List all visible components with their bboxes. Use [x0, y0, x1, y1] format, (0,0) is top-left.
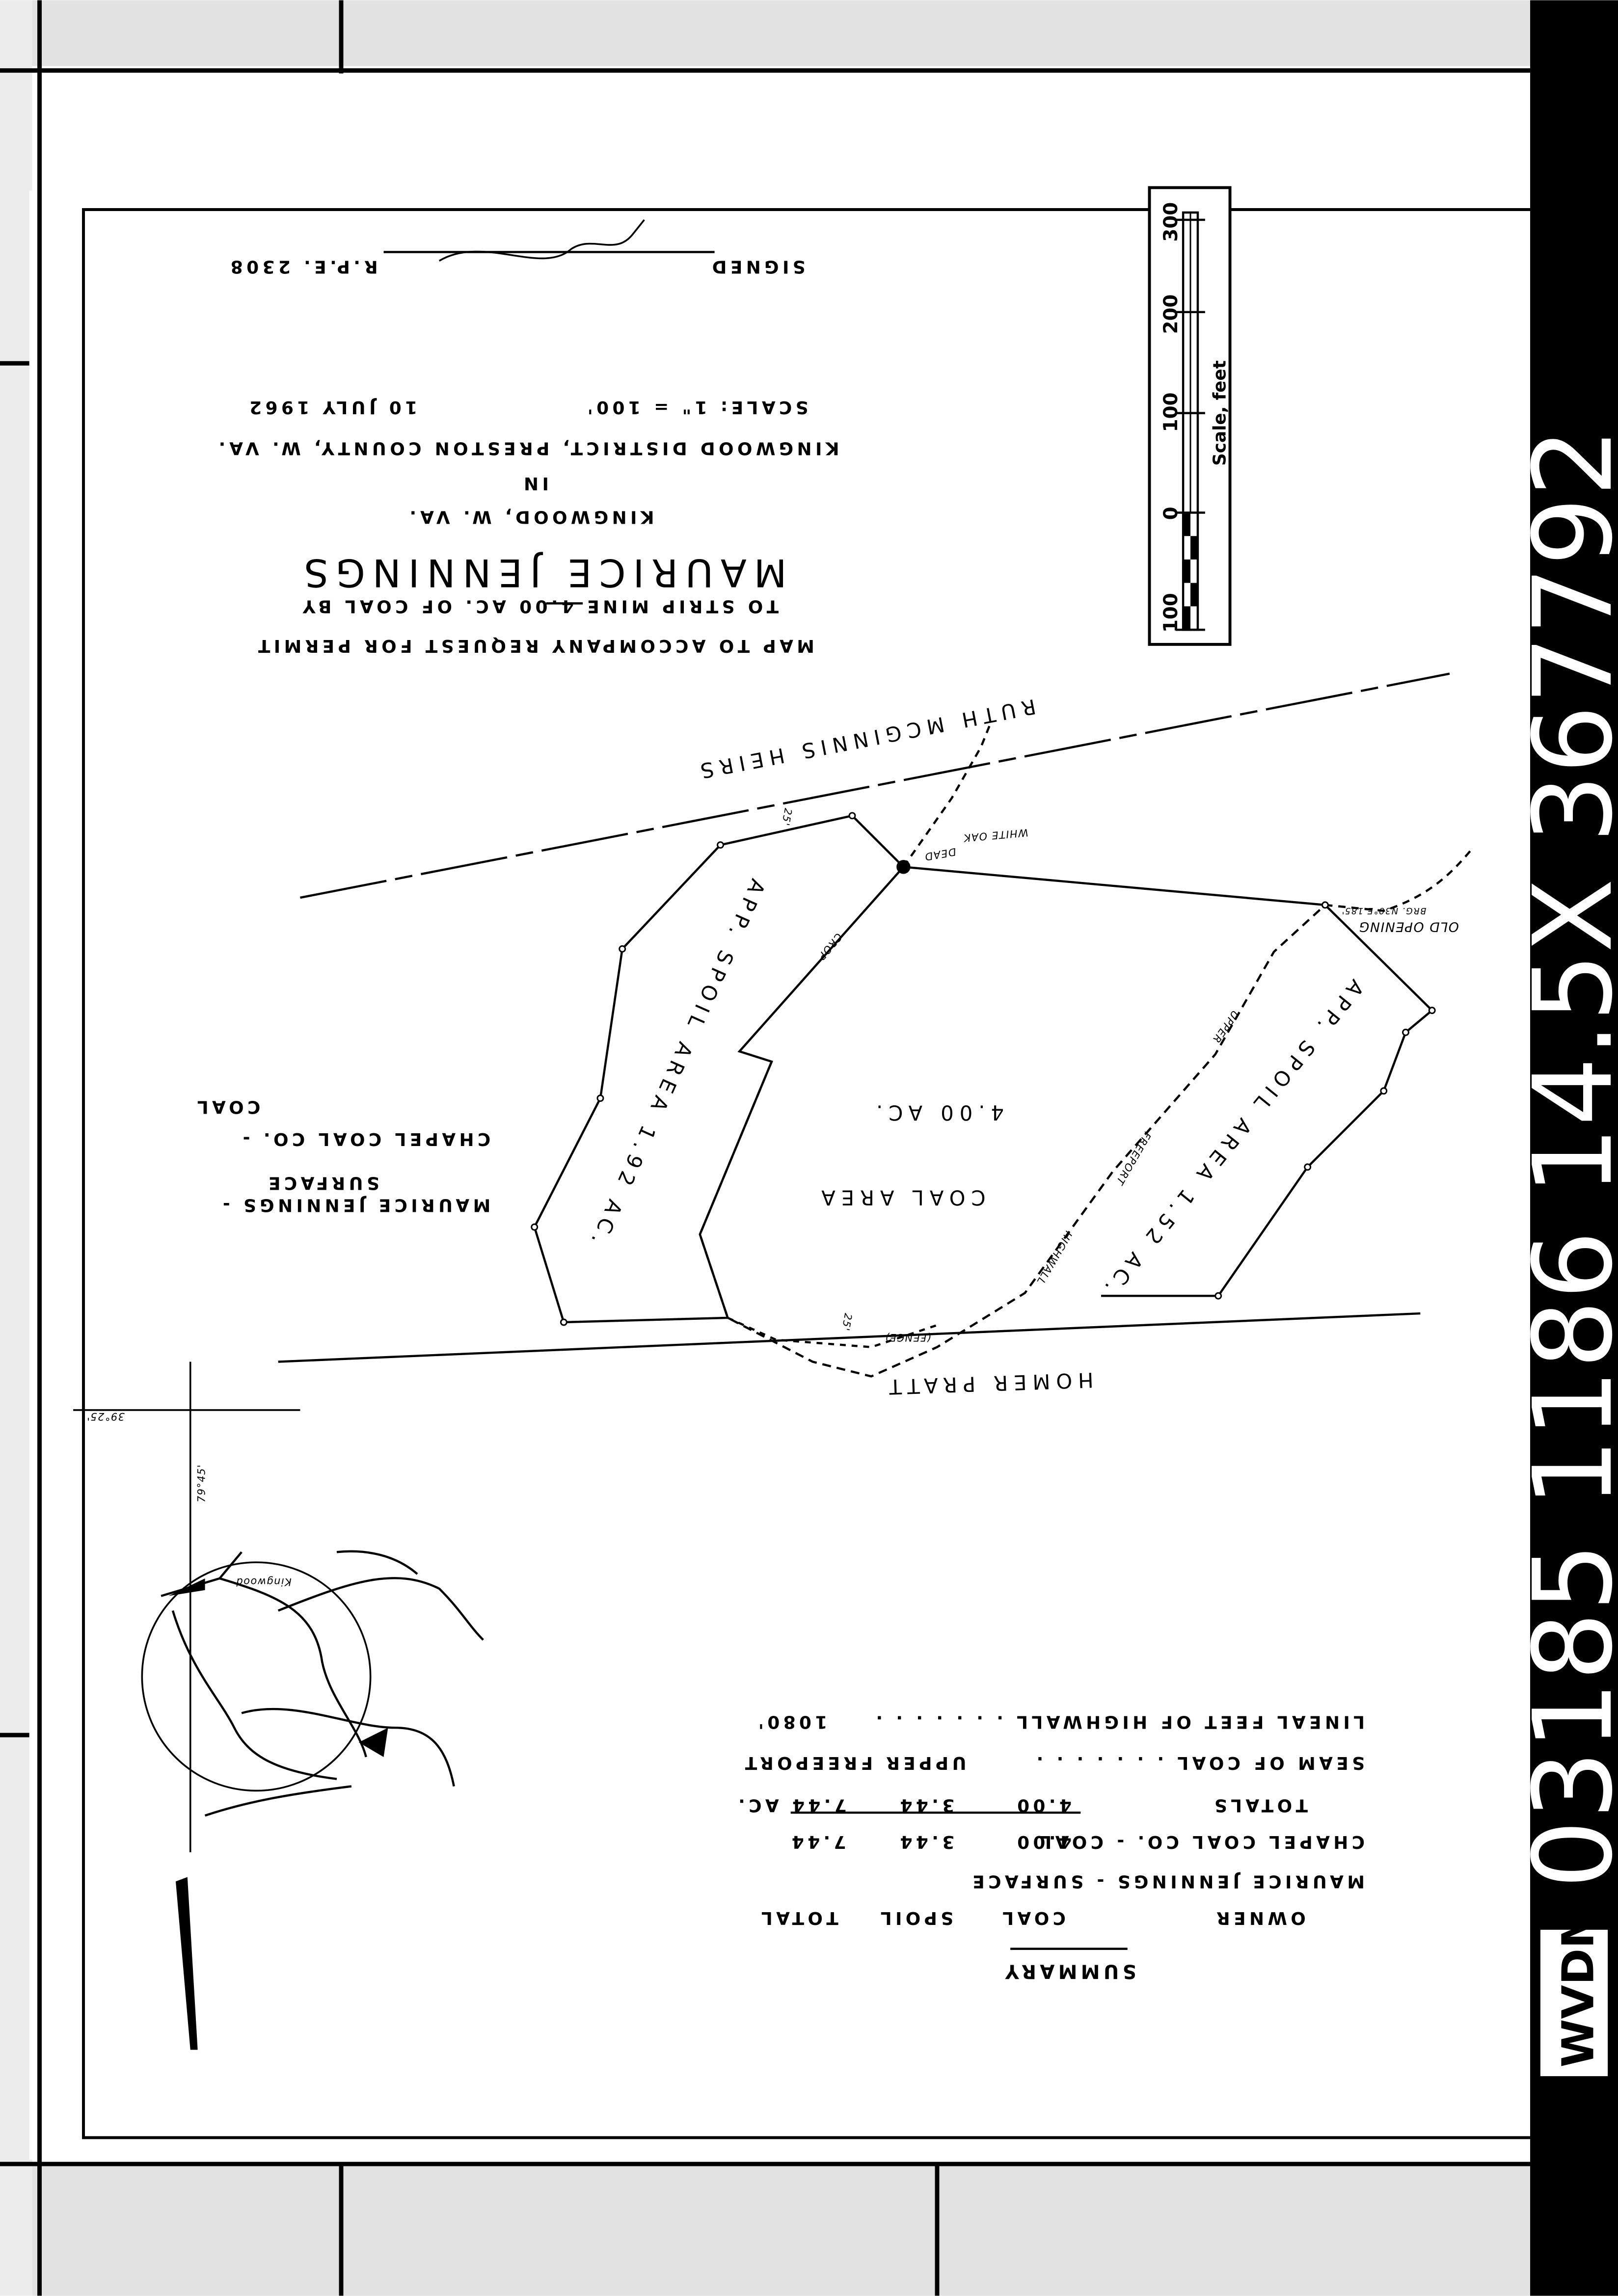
left-spoil-boundary: [533, 814, 905, 1324]
highwall-length-value: 1080': [755, 1711, 827, 1732]
scale-label-100-left: 100: [1160, 593, 1182, 633]
highwall-line: [699, 904, 1326, 1378]
south-boundary-line: [278, 1312, 1421, 1363]
inset-town: Kingwood: [236, 1576, 292, 1588]
totals-coal: 4.00: [1014, 1795, 1072, 1815]
bearing-label: BRG. N30°E 185': [1341, 906, 1426, 916]
owner-name: MAURICE JENNINGS: [297, 550, 787, 594]
fence-label: (FENCE): [885, 1332, 931, 1343]
title-line-1: MAP TO ACCOMPANY REQUEST FOR PERMIT: [255, 636, 814, 656]
map-frame: [82, 208, 1531, 2139]
film-strip-tag: WVDM: [1553, 1905, 1604, 2067]
signature: [438, 219, 645, 262]
survey-points: [531, 812, 1436, 1326]
scan-noise-top: [0, 0, 1537, 66]
totals-spoil: 3.44: [896, 1795, 954, 1815]
highwall-length-label: LINEAL FEET OF HIGHWALL . . . . . . .: [872, 1711, 1365, 1732]
map-date: 10 JULY 1962: [246, 397, 417, 417]
film-strip: 03185 1186 14.5X 367792 WVDM: [1510, 0, 1618, 2296]
scale-bar: 300 200 100 0 100 Scale, feet: [1148, 186, 1232, 646]
property-lines: [278, 672, 1473, 1378]
location-inset: 39°25' 79°45' Kingwood: [73, 1362, 484, 2050]
outer-grid-lines: [0, 0, 1531, 2296]
row-2-spoil: 3.44: [896, 1832, 954, 1852]
district-line: KINGWOOD DISTRICT, PRESTON COUNTY, W. VA…: [215, 438, 839, 458]
header-owner: OWNER: [1213, 1908, 1306, 1928]
row-2-coal: 4.00: [1014, 1832, 1072, 1852]
inset-dark-mark: [175, 1877, 198, 2050]
header-total: TOTAL: [758, 1908, 838, 1928]
stream-line: [902, 724, 991, 868]
rpe-number: R.P.E. 2308: [227, 256, 378, 276]
in-line: IN: [520, 473, 549, 493]
coal-area-label: COAL AREA: [815, 1186, 985, 1210]
right-spoil-boundary: [903, 866, 1434, 1297]
scale-label-0: 0: [1160, 507, 1182, 520]
summary-title: SUMMARY: [1001, 1960, 1136, 1982]
film-strip-number: 03185 1186 14.5X 367792: [1510, 425, 1618, 1889]
scale-caption: Scale, feet: [1210, 360, 1230, 466]
fence-line: [727, 1316, 938, 1348]
title-block: SIGNED R.P.E. 2308 SCALE: 1" = 100' 10 J…: [215, 219, 839, 656]
owner-line-4: COAL: [193, 1097, 260, 1117]
row-1-owner: MAURICE JENNINGS - SURFACE: [969, 1871, 1365, 1891]
map-scale: SCALE: 1" = 100': [584, 397, 808, 417]
totals-total: 7.44 AC.: [735, 1795, 847, 1815]
north-boundary-line: [300, 672, 1450, 899]
header-coal: COAL: [999, 1908, 1066, 1928]
inset-longitude: 79°45': [196, 1464, 208, 1502]
owner-line-1: MAURICE JENNINGS -: [219, 1195, 490, 1215]
title-line-2: TO STRIP MINE 4.00 AC. OF COAL BY: [299, 596, 779, 616]
old-opening-label: OLD OPENING: [1358, 919, 1459, 934]
owner-line-2: SURFACE: [265, 1173, 379, 1193]
scale-label-200: 200: [1160, 294, 1182, 334]
paper-sheet: [29, 190, 1545, 2160]
town-line: KINGWOOD, W. VA.: [406, 507, 654, 527]
row-2-total: 7.44: [788, 1832, 846, 1852]
summary-table: SUMMARY OWNER COAL SPOIL TOTAL MAURICE J…: [735, 1711, 1365, 1982]
scale-label-100: 100: [1160, 392, 1182, 432]
old-opening-path: [1325, 849, 1473, 912]
scan-noise-bottom: [0, 2164, 1537, 2296]
coal-acres-label: 4.00 AC.: [870, 1100, 1004, 1124]
signed-label: SIGNED: [708, 256, 805, 276]
scan-noise-left: [0, 0, 32, 2296]
totals-label: TOTALS: [1211, 1795, 1307, 1815]
seam-label: SEAM OF COAL . . . . . . .: [1033, 1753, 1365, 1773]
header-spoil: SPOIL: [877, 1908, 953, 1928]
row-2-owner: CHAPEL COAL CO. - COAL: [1037, 1832, 1365, 1852]
owner-line-3: CHAPEL COAL CO. -: [239, 1129, 490, 1149]
inset-latitude: 39°25': [86, 1411, 125, 1422]
scale-label-300: 300: [1160, 202, 1182, 242]
seam-value: UPPER FREEPORT: [741, 1753, 966, 1773]
